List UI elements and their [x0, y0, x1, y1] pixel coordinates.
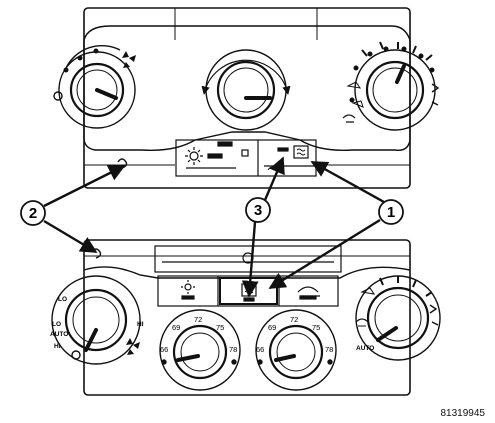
- callout-1-leader-upper: [310, 160, 385, 204]
- ac-button[interactable]: [178, 142, 256, 174]
- callout-3-number: 3: [254, 202, 262, 219]
- lower-ac-button[interactable]: [181, 280, 195, 300]
- right-temp-69: 69: [268, 323, 276, 332]
- callout-2-leader-lower: [43, 219, 98, 254]
- recirculation-button[interactable]: [297, 286, 320, 300]
- upper-panel-face: [83, 25, 411, 151]
- callout-3-leader-lower: [241, 221, 259, 298]
- mode-label-lo-top: LO: [58, 296, 67, 303]
- right-temp-66: 66: [256, 345, 264, 354]
- fan-icon: [122, 51, 136, 68]
- indicator-light: [243, 297, 255, 302]
- callout-2-leader-upper: [43, 164, 126, 208]
- mode-label-lo: LO: [52, 321, 61, 328]
- lower-display-window: [154, 245, 342, 273]
- callout-2: 2: [20, 164, 126, 254]
- mode-label-auto: AUTO: [50, 331, 68, 338]
- right-temp-78: 78: [325, 345, 333, 354]
- left-temp-72: 72: [194, 315, 202, 324]
- upper-temperature-knob[interactable]: [201, 49, 291, 131]
- figure-id: 81319945: [440, 408, 486, 419]
- lower-panel-bezel: [83, 239, 411, 396]
- upper-fan-knob[interactable]: [53, 44, 136, 129]
- callout-1: 1: [268, 160, 404, 290]
- mode-label-hi-right: HI: [137, 321, 144, 328]
- upper-button-strip: [175, 139, 317, 177]
- fan-icon: [126, 338, 140, 355]
- callout-3-leader-upper: [263, 156, 285, 201]
- callout-1-number: 1: [387, 204, 395, 221]
- lower-left-temperature-knob[interactable]: [159, 309, 241, 391]
- lower-mode-auto-label: AUTO: [356, 345, 374, 352]
- lower-fan-knob[interactable]: [51, 275, 141, 365]
- right-temp-72: 72: [290, 315, 298, 324]
- right-temp-75: 75: [312, 323, 320, 332]
- rear-defrost-button[interactable]: [264, 145, 318, 171]
- recirculation-icon: [297, 286, 320, 297]
- callout-3: 3: [241, 156, 285, 298]
- callout-2-number: 2: [29, 205, 37, 222]
- indicator-light: [277, 147, 289, 152]
- left-temp-69: 69: [172, 323, 180, 332]
- off-indicator: [53, 91, 63, 101]
- mode-label-hi-left: HI: [54, 343, 61, 350]
- sun-icon: [185, 147, 203, 165]
- left-temp-78: 78: [229, 345, 237, 354]
- lower-right-temperature-knob[interactable]: [255, 309, 337, 391]
- left-temp-75: 75: [216, 323, 224, 332]
- left-temp-66: 66: [160, 345, 168, 354]
- callout-1-leader-lower: [268, 218, 381, 290]
- rear-defrost-icon: [293, 145, 309, 159]
- upper-mode-knob[interactable]: [342, 41, 440, 131]
- off-indicator: [71, 350, 81, 360]
- lower-mode-knob[interactable]: [355, 275, 441, 361]
